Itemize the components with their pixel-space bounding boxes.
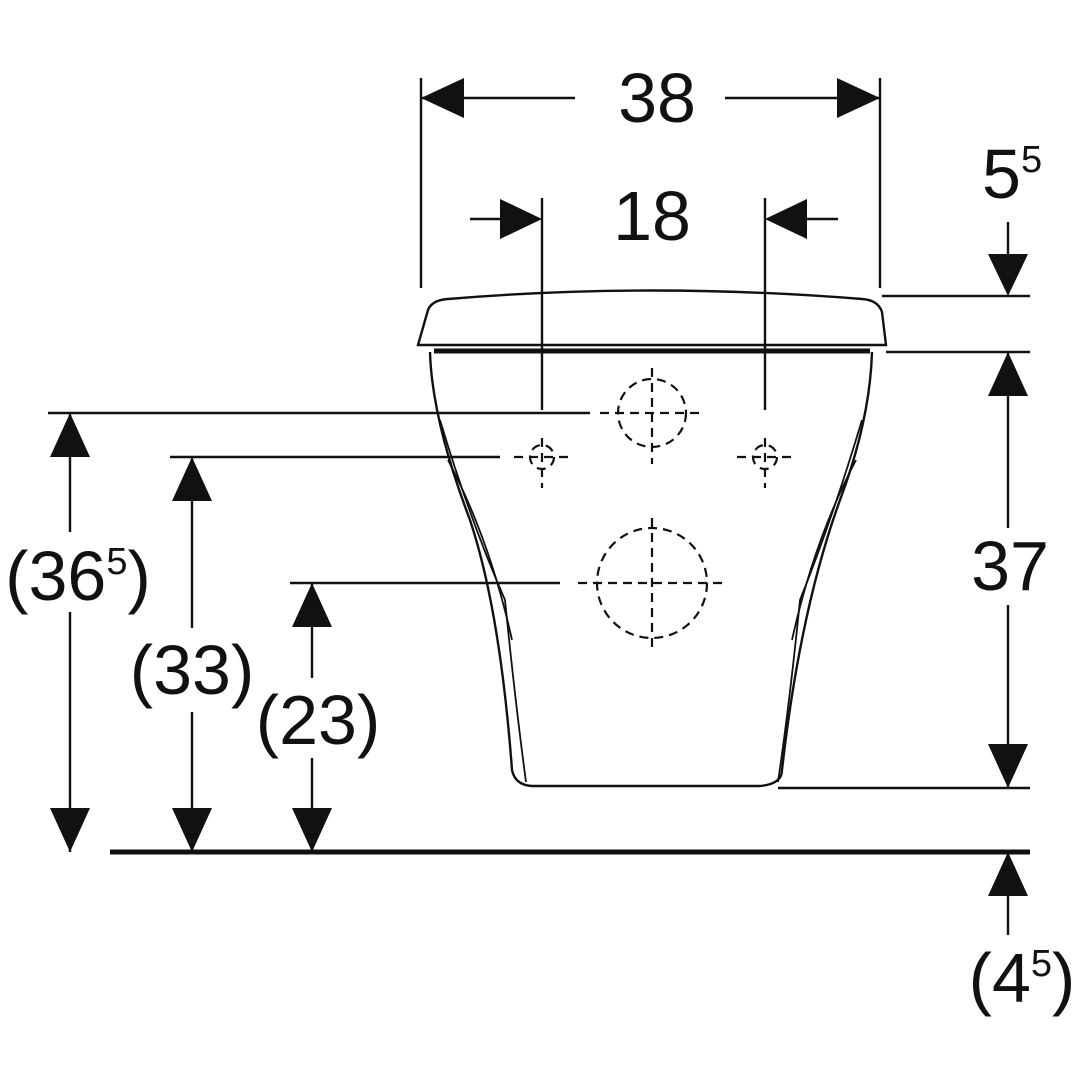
dim-lid-height-label: 55 (982, 135, 1042, 213)
dim-fixing-height-label: (33) (130, 631, 255, 709)
fixing-hole-right (737, 438, 795, 488)
dim-fixing-height: (33) (130, 455, 500, 852)
dim-floor-gap: (45) (969, 852, 1076, 1017)
fixing-hole-left (514, 438, 572, 488)
dim-top-hole-height-label: (365) (5, 537, 151, 615)
outlet-hole (578, 518, 724, 652)
dim-hole-spacing-label: 18 (613, 177, 691, 255)
dim-lid-height: 55 (882, 135, 1042, 354)
cistern-lid (416, 289, 888, 354)
dim-body-height-label: 37 (971, 527, 1049, 605)
dim-top-hole-height: (365) (5, 411, 590, 852)
cistern-body (428, 351, 874, 788)
inlet-hole-top (600, 368, 704, 464)
dim-overall-width-label: 38 (618, 59, 696, 137)
dim-overall-width: 38 (419, 59, 882, 288)
dim-floor-gap-label: (45) (969, 939, 1076, 1017)
dim-outlet-height: (23) (256, 581, 560, 852)
dim-hole-spacing: 18 (470, 177, 838, 410)
dim-outlet-height-label: (23) (256, 681, 381, 759)
dim-body-height: 37 (778, 352, 1049, 790)
